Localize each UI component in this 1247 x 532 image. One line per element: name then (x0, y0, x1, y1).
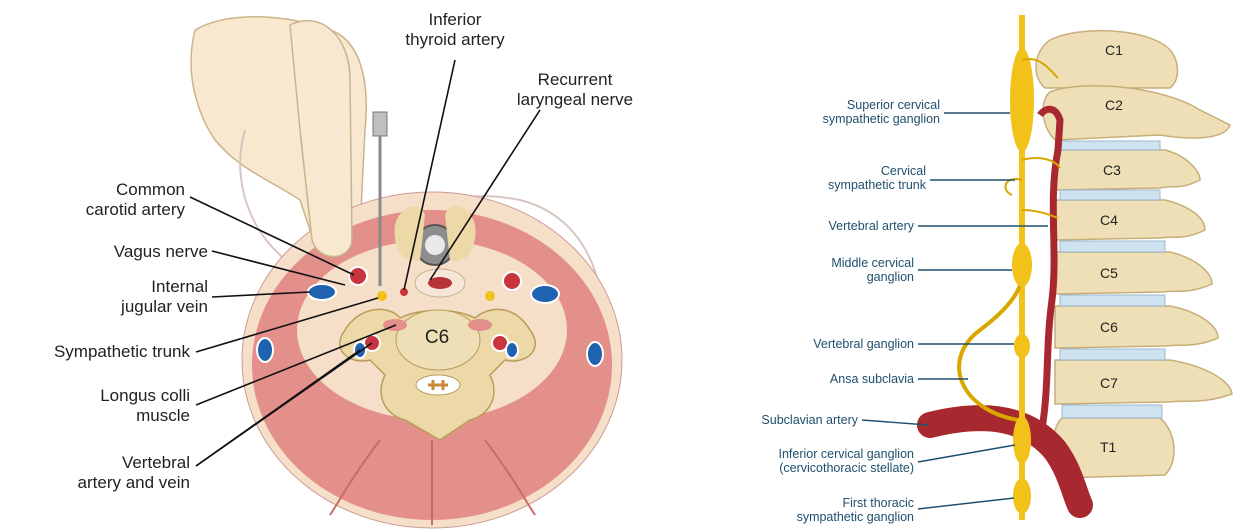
spine-lateral (930, 15, 1232, 520)
label-middle-cervical-ganglion: Middle cervical ganglion (740, 256, 914, 284)
superior-cervical-ganglion (1010, 48, 1034, 152)
vertebra-label: C2 (1105, 97, 1123, 113)
label-common-carotid-artery: Common carotid artery (40, 180, 185, 220)
vertebra-label: C5 (1100, 265, 1118, 281)
vertebra-c5 (1055, 252, 1212, 294)
vertebra-c3 (1055, 150, 1200, 190)
vertebra-label: T1 (1100, 439, 1117, 455)
label-internal-jugular-vein: Internal jugular vein (40, 277, 208, 317)
vertebral-ganglion (1014, 334, 1030, 358)
internal-jugular-right (531, 285, 559, 303)
vertebra-label: C3 (1103, 162, 1121, 178)
label-subclavian-artery: Subclavian artery (700, 413, 858, 427)
common-carotid-right (503, 272, 521, 290)
label-longus-colli-muscle: Longus colli muscle (40, 386, 190, 426)
label-first-thoracic-ganglion: First thoracic sympathetic ganglion (700, 496, 914, 524)
label-superior-cervical-ganglion: Superior cervical sympathetic ganglion (740, 98, 940, 126)
vertebra-label: C7 (1100, 375, 1118, 391)
vertebra-c2 (1043, 86, 1230, 140)
label-vertebral-artery-and-vein: Vertebral artery and vein (30, 453, 190, 493)
vertebra-c1 (1036, 31, 1178, 88)
label-c6: C6 (412, 328, 462, 348)
vertebra-c6 (1055, 306, 1218, 348)
label-vertebral-ganglion: Vertebral ganglion (740, 337, 914, 351)
vertebra-c4 (1055, 200, 1205, 240)
label-sympathetic-trunk: Sympathetic trunk (0, 342, 190, 362)
middle-cervical-ganglion (1012, 243, 1032, 287)
label-ansa-subclavia: Ansa subclavia (740, 372, 914, 386)
label-vagus-nerve: Vagus nerve (40, 242, 208, 262)
internal-jugular-left (308, 284, 336, 300)
label-recurrent-laryngeal-nerve: Recurrent laryngeal nerve (500, 70, 650, 110)
first-thoracic-ganglion (1013, 478, 1031, 514)
label-vertebral-artery: Vertebral artery (740, 219, 914, 233)
vertebra-label: C1 (1105, 42, 1123, 58)
label-cervical-sympathetic-trunk: Cervical sympathetic trunk (740, 164, 926, 192)
needle-hub (373, 112, 387, 136)
vertebra-label: C4 (1100, 212, 1118, 228)
label-inferior-thyroid-artery: Inferior thyroid artery (390, 10, 520, 50)
inferior-cervical-ganglion (1013, 416, 1031, 464)
label-inferior-cervical-ganglion: Inferior cervical ganglion (cervicothora… (700, 447, 914, 475)
common-carotid-left (349, 267, 367, 285)
vertebra-c7 (1055, 360, 1232, 404)
vertebra-label: C6 (1100, 319, 1118, 335)
